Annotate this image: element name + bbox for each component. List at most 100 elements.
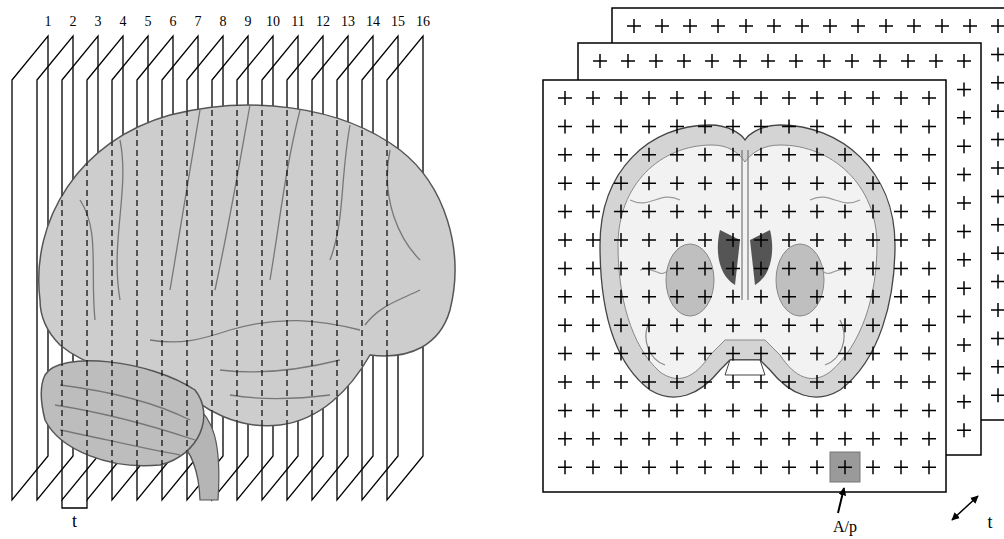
slice-number: 14 <box>366 15 380 29</box>
pointer-arrows <box>838 488 978 520</box>
slice-line <box>11 80 12 500</box>
grid-point <box>991 104 1004 118</box>
grid-point <box>782 347 796 361</box>
grid-point <box>726 91 740 105</box>
grid-point <box>810 176 824 190</box>
grid-point <box>726 148 740 162</box>
grid-point <box>670 119 684 133</box>
grid-point <box>677 54 691 68</box>
grid-point <box>991 76 1004 90</box>
grid-point <box>726 119 740 133</box>
grid-point <box>838 375 852 389</box>
grid-point <box>698 148 712 162</box>
grid-point <box>782 148 796 162</box>
grid-point <box>670 261 684 275</box>
grid-point <box>726 290 740 304</box>
slice-line <box>111 80 112 500</box>
grid-point <box>782 205 796 219</box>
grid-point <box>698 318 712 332</box>
grid-point <box>642 403 656 417</box>
grid-point <box>894 432 908 446</box>
grid-point <box>879 19 893 33</box>
grid-point <box>586 205 600 219</box>
grid-point <box>614 432 628 446</box>
grid-point <box>642 375 656 389</box>
grid-point <box>795 19 809 33</box>
grid-point <box>845 54 859 68</box>
slice-line <box>161 80 162 500</box>
grid-point <box>838 119 852 133</box>
grid-point <box>991 275 1004 289</box>
spacing-label: t <box>72 512 77 530</box>
grid-point <box>810 148 824 162</box>
slice-line <box>311 80 312 500</box>
grid-point <box>558 91 572 105</box>
grid-point <box>754 119 768 133</box>
grid-point <box>894 205 908 219</box>
grid-point <box>866 233 880 247</box>
grid-point <box>838 347 852 361</box>
frame <box>543 80 946 492</box>
grid-point <box>642 176 656 190</box>
grid-point <box>894 347 908 361</box>
grid-point <box>698 403 712 417</box>
grid-point <box>810 233 824 247</box>
grid-point <box>782 460 796 474</box>
grid-point <box>614 375 628 389</box>
grid-point <box>838 290 852 304</box>
grid-point <box>894 403 908 417</box>
grid-point <box>558 261 572 275</box>
voxel-label: A/p <box>833 519 857 535</box>
grid-point <box>810 432 824 446</box>
grid-point <box>922 233 936 247</box>
slice-line <box>386 80 387 500</box>
grid-point <box>963 19 977 33</box>
grid-point <box>782 403 796 417</box>
image-stack <box>543 8 1004 492</box>
grid-point <box>957 281 971 295</box>
grid-point <box>711 19 725 33</box>
grid-point <box>621 54 635 68</box>
slice-line <box>361 80 362 500</box>
grid-point <box>957 54 971 68</box>
slice-number: 10 <box>266 15 280 29</box>
grid-point <box>586 318 600 332</box>
grid-point <box>873 54 887 68</box>
grid-point <box>726 460 740 474</box>
slice-line <box>186 80 187 500</box>
grid-point <box>586 403 600 417</box>
grid-point <box>642 347 656 361</box>
grid-point <box>782 375 796 389</box>
grid-point <box>782 432 796 446</box>
grid-point <box>922 460 936 474</box>
grid-point <box>627 19 641 33</box>
grid-point <box>670 91 684 105</box>
grid-point <box>705 54 719 68</box>
grid-point <box>670 432 684 446</box>
grid-point <box>957 139 971 153</box>
grid-point <box>810 460 824 474</box>
grid-point <box>922 318 936 332</box>
grid-point <box>558 347 572 361</box>
grid-point <box>922 375 936 389</box>
grid-point <box>838 148 852 162</box>
grid-point <box>991 388 1004 402</box>
grid-point <box>922 290 936 304</box>
grid-point <box>614 460 628 474</box>
grid-point <box>922 148 936 162</box>
slice-number: 2 <box>70 15 77 29</box>
grid-point <box>782 290 796 304</box>
grid-point <box>586 233 600 247</box>
grid-point <box>823 19 837 33</box>
grid-point <box>991 218 1004 232</box>
slice-line <box>286 80 287 500</box>
brain-lateral <box>39 105 455 500</box>
grid-point <box>586 176 600 190</box>
slice-number: 13 <box>341 15 355 29</box>
grid-point <box>754 261 768 275</box>
grid-point <box>754 233 768 247</box>
grid-point <box>991 246 1004 260</box>
spacing-bracket <box>62 500 87 508</box>
